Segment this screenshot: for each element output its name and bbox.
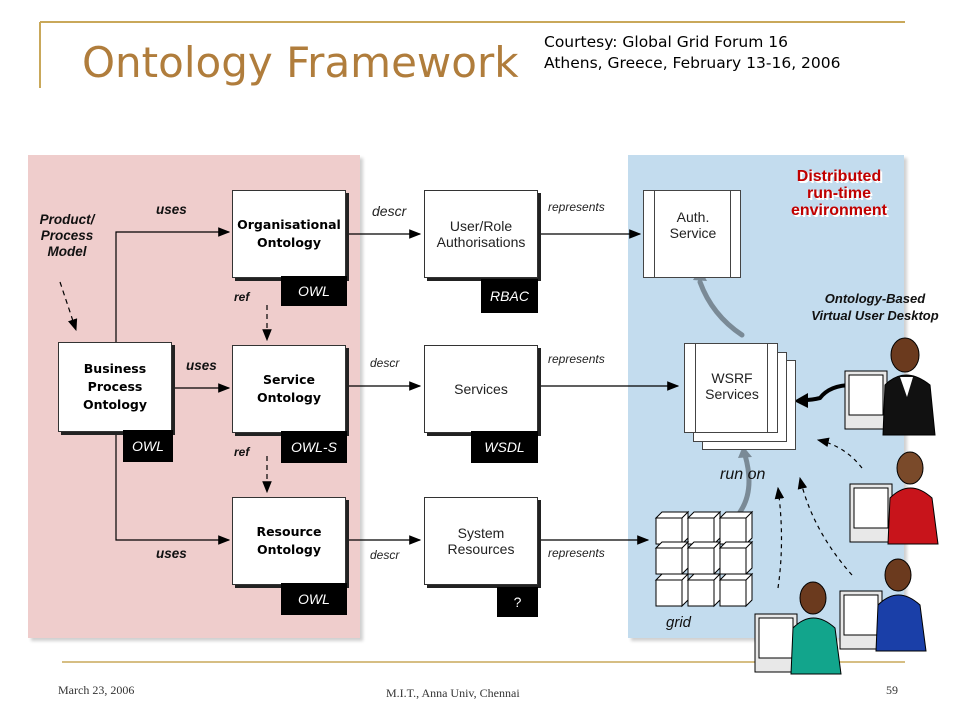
represents-label-top: represents	[548, 200, 605, 214]
ref-label-bottom: ref	[234, 445, 250, 459]
descr-label-mid: descr	[370, 356, 400, 370]
descr-label-bottom: descr	[370, 548, 400, 562]
page-title: Ontology Framework	[82, 38, 519, 87]
rbac-tag: RBAC	[481, 279, 538, 313]
service-ontology: Service Ontology	[232, 345, 346, 433]
descr-label-top: descr	[372, 203, 407, 219]
courtesy-line-1: Courtesy: Global Grid Forum 16	[544, 33, 789, 51]
cube	[718, 510, 754, 546]
user-icon-black	[844, 337, 936, 436]
system-resources: System Resources	[424, 497, 538, 585]
uses-label-mid: uses	[186, 358, 217, 373]
user-role-authorisations: User/Role Authorisations	[424, 190, 538, 278]
user-icon-green	[754, 581, 842, 675]
courtesy-line-2: Athens, Greece, February 13-16, 2006	[544, 54, 841, 72]
cube	[718, 572, 754, 608]
grid-label: grid	[666, 614, 692, 631]
auth-service-right-bar	[730, 191, 731, 277]
courtesy-note: Courtesy: Global Grid Forum 16 Athens, G…	[544, 32, 841, 74]
footer-center: M.I.T., Anna Univ, Chennai	[386, 686, 520, 700]
virtual-desktop-label: Ontology-Based Virtual User Desktop	[811, 291, 939, 323]
uses-label-top: uses	[156, 202, 187, 217]
org-owl-tag: OWL	[281, 276, 347, 306]
service-owl-s-tag: OWL-S	[281, 431, 347, 463]
auth-service-label: Auth. Service	[669, 209, 717, 241]
cube	[718, 540, 754, 576]
wsdl-tag: WSDL	[471, 431, 538, 463]
wsrf-right-bar	[767, 344, 768, 432]
cube	[686, 572, 722, 608]
product-model-label: Product/ Process Model	[39, 212, 95, 259]
wsrf-services-label: WSRF Services	[705, 370, 759, 402]
user-figures	[754, 337, 939, 675]
run-on-label: run on	[720, 466, 766, 483]
resource-owl-tag: OWL	[281, 583, 347, 615]
uses-label-bottom: uses	[156, 546, 187, 561]
services-box: Services	[424, 345, 538, 433]
auth-service-left-bar	[654, 191, 655, 277]
grid-cubes	[654, 510, 754, 608]
footer-page-number: 59	[886, 683, 898, 697]
represents-label-bottom: represents	[548, 546, 605, 560]
footer-date: March 23, 2006	[58, 683, 135, 697]
wsrf-services-box: WSRF Services	[684, 343, 778, 433]
cube	[654, 572, 690, 608]
distributed-runtime-label: Distributed run-time environment	[790, 168, 887, 219]
organisational-ontology: Organisational Ontology	[232, 190, 346, 278]
business-owl-tag: OWL	[123, 430, 173, 462]
resource-ontology: Resource Ontology	[232, 497, 346, 585]
unknown-tag: ?	[497, 587, 538, 617]
cube	[654, 510, 690, 546]
cube	[686, 540, 722, 576]
user-icon-red	[849, 451, 939, 545]
ref-label-top: ref	[234, 290, 250, 304]
represents-label-mid: represents	[548, 352, 605, 366]
cube	[686, 510, 722, 546]
wsrf-left-bar	[695, 344, 696, 432]
auth-service-box: Auth. Service	[643, 190, 741, 278]
user-icon-blue	[839, 558, 927, 652]
business-process-ontology: Business Process Ontology	[58, 342, 172, 432]
cube	[654, 540, 690, 576]
